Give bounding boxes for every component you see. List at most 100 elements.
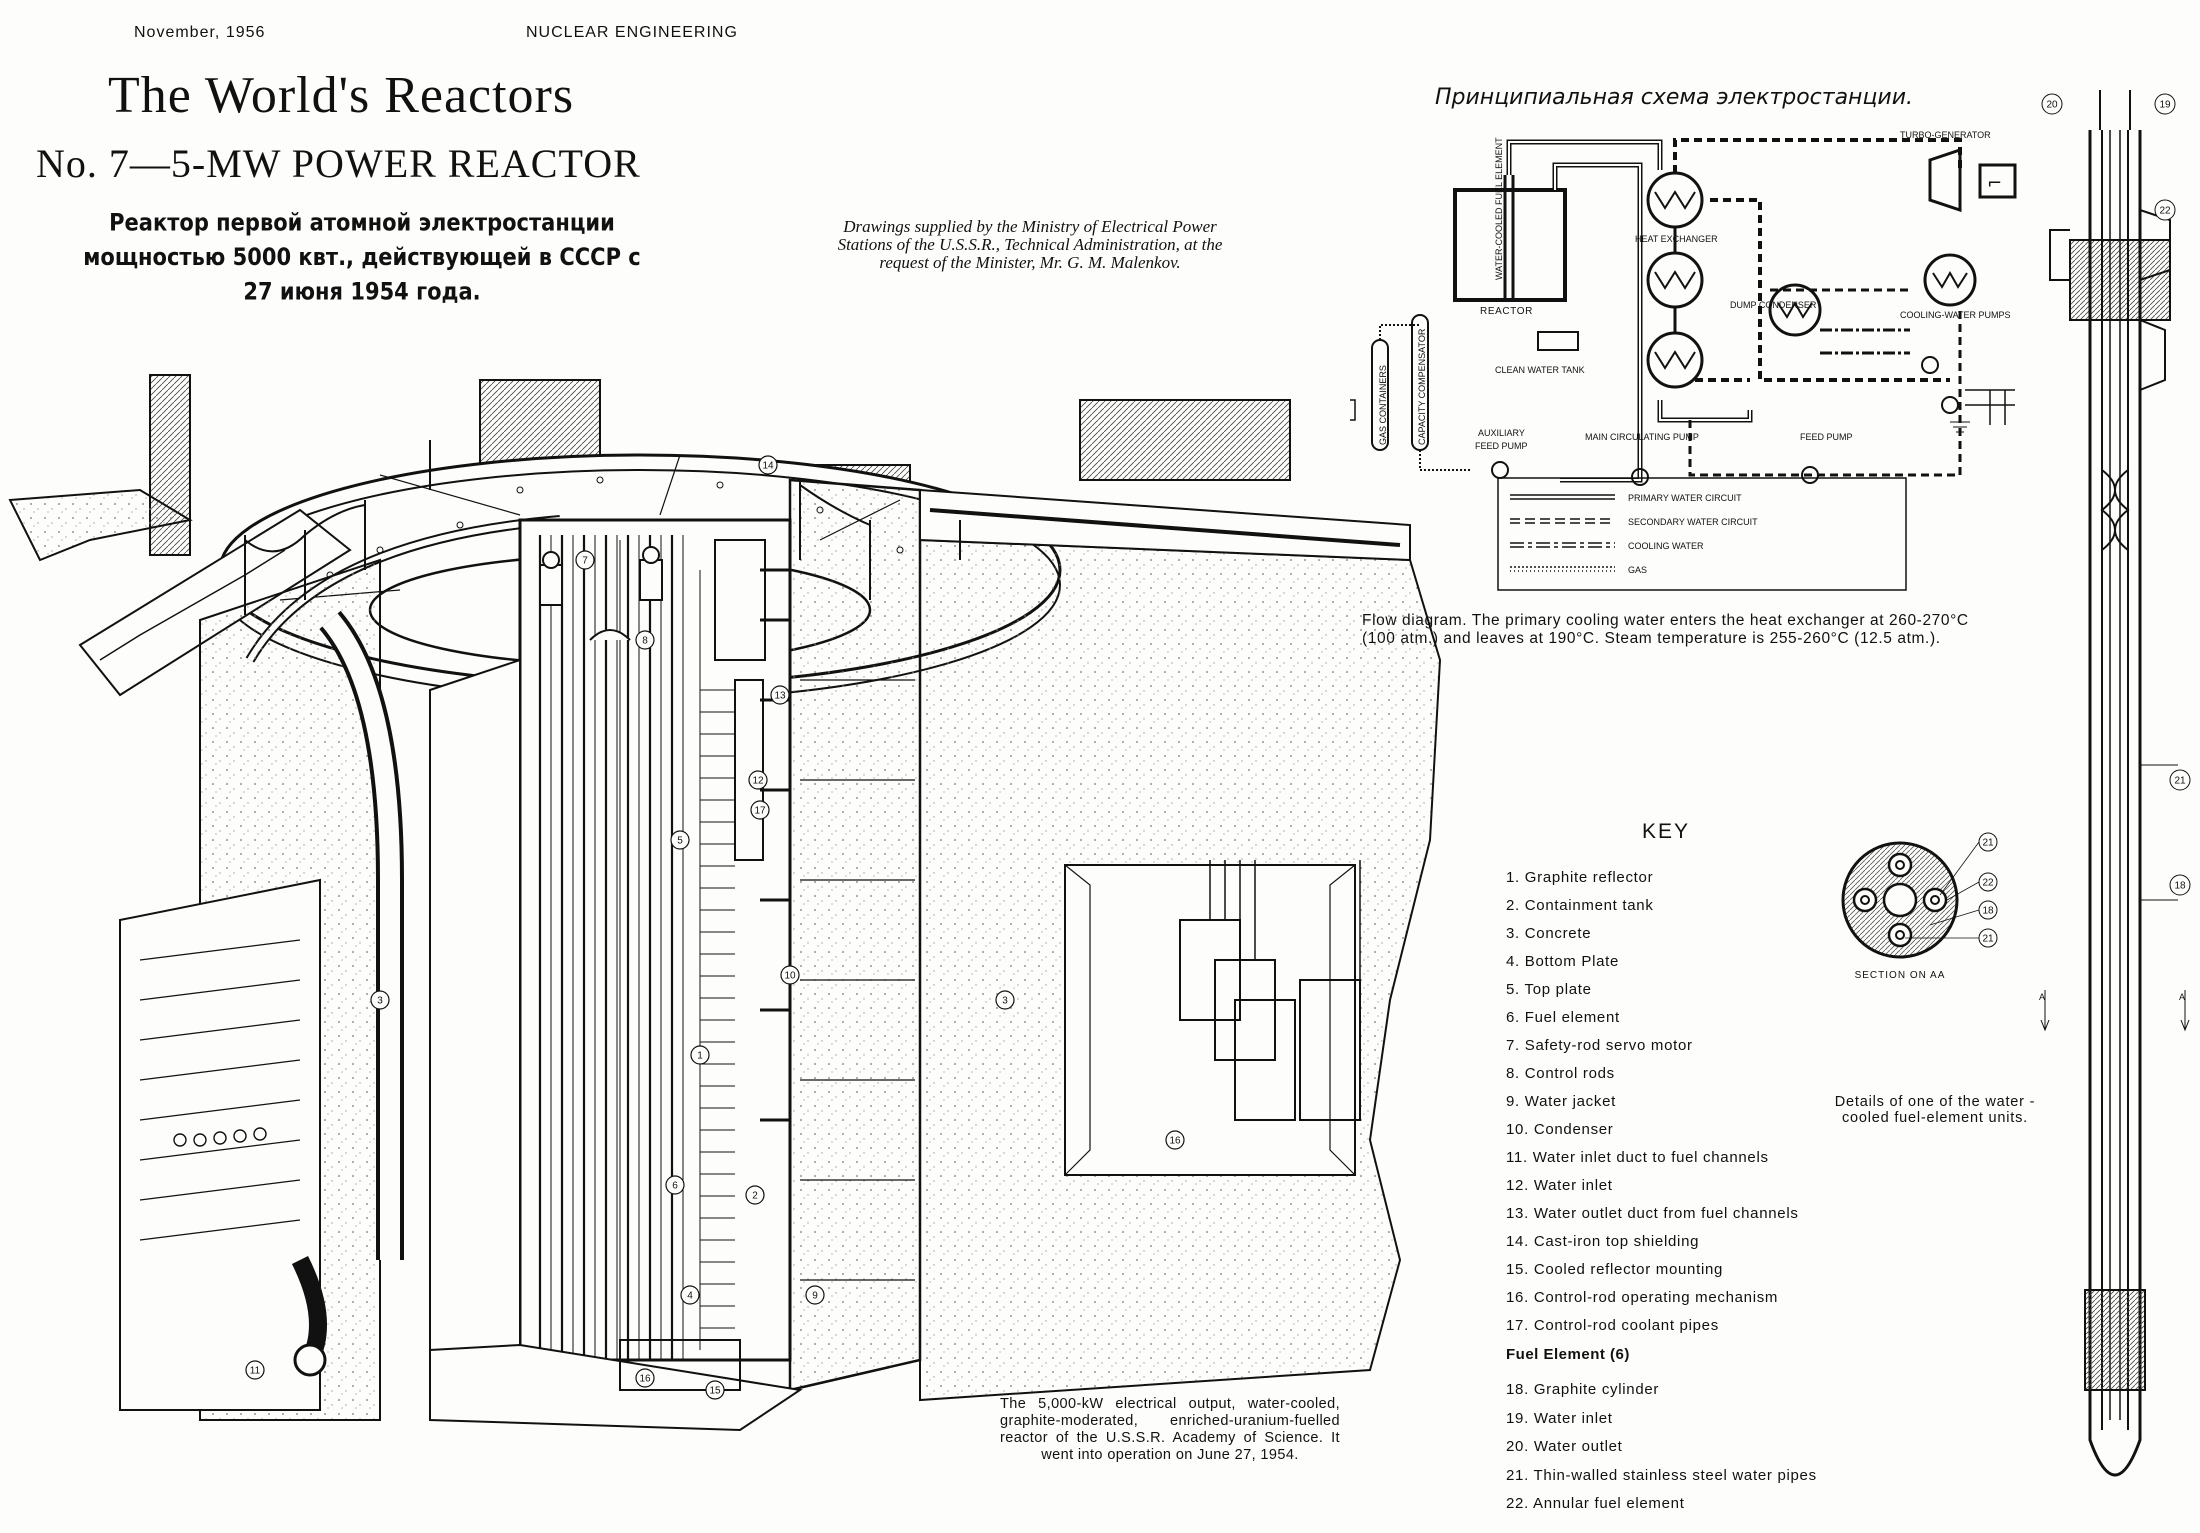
callout-marker: 3: [995, 990, 1015, 1010]
callout-marker: 12: [748, 770, 768, 790]
gas-containers-label: GAS CONTAINERS: [1378, 365, 1388, 445]
legend-label: COOLING WATER: [1628, 541, 1704, 551]
section-callout-number: 21: [1982, 934, 1994, 945]
svg-text:⌐: ⌐: [1987, 173, 2002, 194]
page-title: The World's Reactors: [108, 67, 575, 124]
section-callout-number: 21: [1982, 838, 1994, 849]
fuel-unit-callout: 19: [2154, 93, 2176, 115]
callout-marker: 2: [745, 1185, 765, 1205]
key-item: 13. Water outlet duct from fuel channels: [1506, 1205, 1799, 1222]
callout-number: 9: [812, 1291, 818, 1302]
callout-number: 3: [377, 996, 383, 1007]
callout-number: 12: [752, 776, 764, 787]
callout-marker: 3: [370, 990, 390, 1010]
callout-number: 16: [1169, 1136, 1181, 1147]
callout-number: 3: [1002, 996, 1008, 1007]
issue-date: November, 1956: [134, 24, 266, 41]
callout-marker: 4: [680, 1285, 700, 1305]
callout-marker: 16: [1165, 1130, 1185, 1150]
auxiliary-feed-pump-label-2: FEED PUMP: [1475, 441, 1528, 451]
legend-row: COOLING WATER: [1510, 541, 1704, 551]
callout-number: 13: [774, 691, 786, 702]
fuel-unit-callout: 22: [2154, 199, 2176, 221]
russian-title-line-2: мощностью 5000 квт., действующей в СССР …: [83, 243, 641, 306]
credit-line-1: Drawings supplied by the Ministry of Ele…: [843, 217, 1217, 236]
callout-marker: 13: [770, 685, 790, 705]
callout-number: 11: [250, 1366, 261, 1377]
fuel-element-label: WATER-COOLED FUEL ELEMENT: [1494, 137, 1504, 280]
capacity-compensator-label: CAPACITY COMPENSATOR: [1417, 328, 1427, 445]
section-aa-label: SECTION ON AA: [1854, 970, 1946, 981]
key-item: 5. Top plate: [1506, 981, 1592, 998]
fuel-key-item: 21. Thin-walled stainless steel water pi…: [1506, 1466, 1817, 1484]
callout-marker: 9: [805, 1285, 825, 1305]
safety-rod-servo-motors: [539, 546, 663, 641]
key-item: 6. Fuel element: [1506, 1009, 1620, 1026]
key-item: 1. Graphite reflector: [1506, 869, 1654, 886]
callout-number: 2: [752, 1191, 758, 1202]
key-item: 2. Containment tank: [1506, 897, 1654, 914]
legend-row: GAS: [1510, 565, 1647, 575]
reactor-box: [1453, 188, 1567, 302]
legend-label: PRIMARY WATER CIRCUIT: [1628, 493, 1742, 503]
section-callout: 22: [1946, 872, 1998, 901]
key-item: 3. Concrete: [1506, 925, 1592, 942]
callout-marker: 15: [705, 1380, 725, 1400]
callout-number: 16: [639, 1374, 651, 1385]
fuel-key-item: 19. Water inlet: [1506, 1409, 1613, 1427]
fuel-unit-callout-number: 20: [2046, 100, 2058, 111]
journal-name: NUCLEAR ENGINEERING: [526, 24, 738, 41]
fuel-element-heading: Fuel Element (6): [1506, 1346, 1630, 1363]
section-mark-a-left: A: [2039, 992, 2045, 1002]
key-item: 17. Control-rod coolant pipes: [1506, 1317, 1719, 1334]
callout-number: 17: [754, 806, 766, 817]
fuel-element-unit-drawing: A A 20 19 22 21 18: [2039, 90, 2191, 1477]
section-callout: 21: [1905, 928, 1998, 948]
heat-exchanger-label: HEAT EXCHANGER: [1635, 234, 1718, 244]
cooling-water-pumps-label: COOLING-WATER PUMPS: [1900, 310, 2011, 320]
section-callout-number: 22: [1982, 878, 1994, 889]
credit-line-2: Stations of the U.S.S.R., Technical Admi…: [837, 235, 1223, 254]
fuel-element-key-list: 18. Graphite cylinder 19. Water inlet 20…: [1506, 1376, 1817, 1519]
section-callout: 18: [1929, 900, 1998, 926]
key-title: KEY: [1642, 820, 1691, 843]
key-item: 14. Cast-iron top shielding: [1506, 1233, 1700, 1250]
clean-water-tank-label: CLEAN WATER TANK: [1495, 365, 1585, 375]
callout-number: 14: [762, 461, 774, 472]
callout-number: 10: [784, 971, 796, 982]
key-item: 15. Cooled reflector mounting: [1506, 1261, 1724, 1278]
fuel-unit-callout-number: 18: [2174, 881, 2186, 892]
fuel-unit-callout: 18: [2169, 874, 2191, 896]
fuel-unit-callout-number: 21: [2174, 776, 2186, 787]
control-rod-mechanism-room: [1064, 860, 1361, 1176]
reactor-caption: The 5,000-kW electrical output, water-co…: [1000, 1396, 1340, 1463]
section-callout-number: 18: [1982, 906, 1994, 917]
callout-number: 7: [582, 556, 588, 567]
section-mark-a-right: A: [2179, 992, 2185, 1002]
callout-marker: 5: [670, 830, 690, 850]
dump-condenser-icon: [1768, 253, 1977, 337]
fuel-key-item: 20. Water outlet: [1506, 1438, 1623, 1455]
flow-diagram-caption: Flow diagram. The primary cooling water …: [1362, 612, 2002, 648]
clean-water-tank-icon: [1537, 331, 1579, 351]
reactor-vessel: [429, 518, 792, 1362]
main-circulating-pump-label: MAIN CIRCULATING PUMP: [1585, 432, 1699, 442]
key-item: 8. Control rods: [1506, 1065, 1615, 1082]
russian-title-line-1: Реактор первой атомной электростанции: [109, 208, 615, 237]
turbo-generator-icon: ⌐: [1928, 147, 2017, 213]
key-item: 9. Water jacket: [1506, 1093, 1616, 1110]
callout-marker: 8: [635, 630, 655, 650]
key-item: 11. Water inlet duct to fuel channels: [1506, 1149, 1769, 1166]
section-callout: 21: [1939, 832, 1998, 896]
key-item: 7. Safety-rod servo motor: [1506, 1037, 1693, 1054]
fuel-unit-callout: 20: [2041, 93, 2063, 115]
callout-number: 6: [672, 1181, 678, 1192]
main-circulating-pump-icon: [1631, 468, 1649, 486]
callout-number: 1: [697, 1051, 703, 1062]
turbo-generator-label: TURBO-GENERATOR: [1900, 130, 1991, 140]
callout-marker: 1: [690, 1045, 710, 1065]
legend-row: PRIMARY WATER CIRCUIT: [1510, 493, 1742, 503]
callout-number: 5: [677, 836, 683, 847]
